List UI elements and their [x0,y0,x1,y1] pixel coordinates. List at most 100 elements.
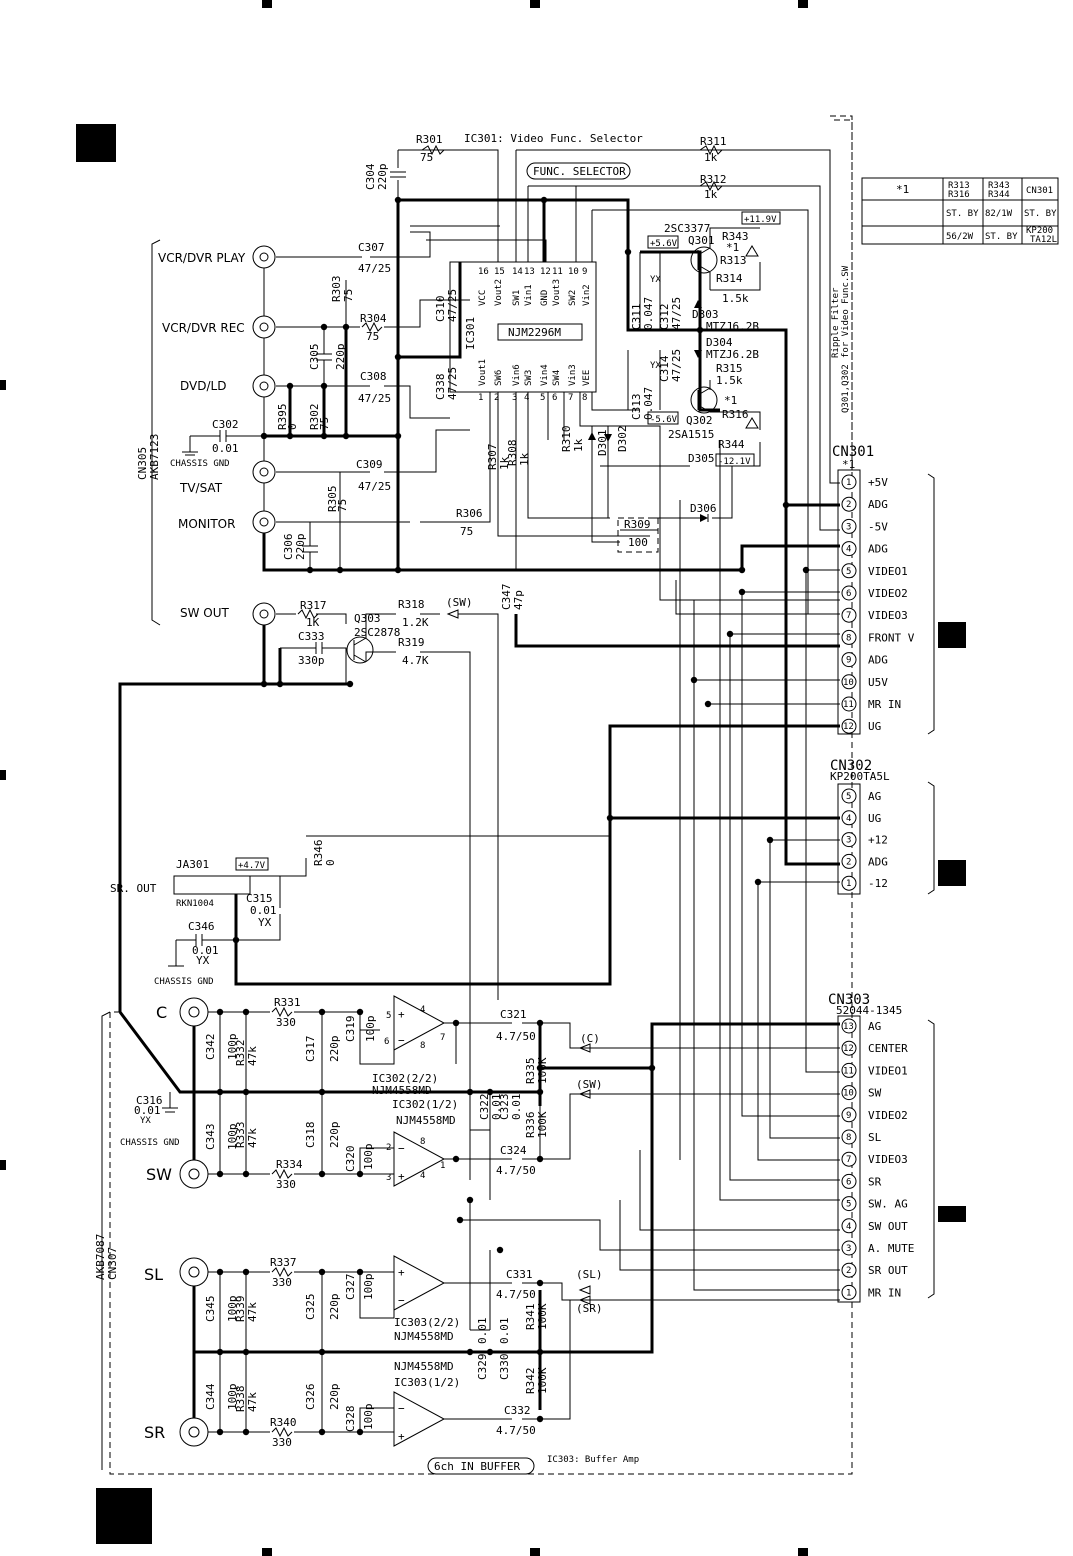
ic-top-pin-15: 15 [494,267,505,277]
ic303-op-amp-sl [393,1255,446,1311]
junction-dot [286,382,294,390]
junction-dot [466,1088,474,1096]
svg-text:2SC3377: 2SC3377 [664,222,710,235]
svg-text:Q301: Q301 [688,234,715,247]
junction-dot [318,1008,326,1016]
svg-text:ST. BY: ST. BY [1024,209,1057,219]
svg-text:2SA1515: 2SA1515 [668,428,714,441]
svg-text:R315: R315 [716,362,743,375]
dvd-label: DVD/LD [180,379,226,393]
svg-text:4.7/50: 4.7/50 [496,1030,536,1043]
cn301-pin-number: 8 [846,633,851,643]
cn301-pin-label: VIDEO1 [868,565,908,578]
cn301-pin-5 [841,563,857,579]
svg-text:330: 330 [276,1178,296,1191]
cn301-pin-number: 5 [846,567,851,577]
svg-text:C307: C307 [358,241,385,254]
svg-text:47k: 47k [246,1128,259,1148]
junction-dots [216,196,810,1436]
junction-dot [624,248,632,256]
svg-text:75: 75 [336,499,349,512]
svg-text:47/25: 47/25 [358,480,391,493]
svg-text:JA301: JA301 [176,858,209,871]
cn303-pin-label: A. MUTE [868,1242,914,1255]
cn301-pin-1 [841,474,857,490]
svg-text:R331: R331 [274,996,301,1009]
cn303-pin-12 [841,1040,857,1056]
svg-text:C316: C316 [136,1094,163,1107]
junction-dot [648,1064,656,1072]
svg-text:CN307: CN307 [106,1247,119,1280]
vcr-rec-label: VCR/DVR REC [162,321,245,335]
junction-dot [394,432,402,440]
svg-text:TA12L: TA12L [1030,235,1057,245]
svg-text:100K: 100K [536,1367,549,1394]
svg-text:R305: R305 [326,486,339,513]
svg-text:CHASSIS GND: CHASSIS GND [154,977,214,987]
svg-text:+: + [398,1170,405,1183]
svg-text:*1: *1 [896,183,909,196]
variant-table: *1 R313 R316 R343 R344 CN301 ST. BY 82/1… [861,177,1059,245]
ic303-op-amp-sr [393,1391,446,1447]
svg-text:100p: 100p [362,1274,375,1301]
cn303-pin-number: 12 [843,1044,854,1054]
cn303-pin-number: 13 [843,1022,854,1032]
svg-text:56/2W: 56/2W [946,232,974,242]
cn301-pin-12 [841,718,857,734]
svg-text:R319: R319 [398,636,425,649]
cn302-pin-3 [841,832,857,848]
cn303-pin-11 [841,1062,857,1078]
svg-text:3: 3 [386,1173,391,1183]
svg-text:C329: C329 [476,1354,489,1381]
cn303-pin-1 [841,1284,857,1300]
svg-text:C326: C326 [304,1384,317,1411]
ic-top-pin-13: 13 [524,267,535,277]
cn301-pin-label: ADG [868,498,888,511]
cn303-pin-number: 2 [846,1266,851,1276]
svg-text:R313: R313 [948,181,970,191]
svg-text:D304: D304 [706,336,733,349]
cn303-pin-label: SR [868,1175,882,1188]
cn301-pin-label: +5V [868,476,888,489]
junction-dot [242,1170,250,1178]
svg-text:+4.7V: +4.7V [238,861,266,871]
svg-text:47/25: 47/25 [670,349,683,382]
svg-text:C338: C338 [434,374,447,401]
ic-top-pin-9: 9 [582,267,587,277]
svg-text:C345: C345 [204,1296,217,1323]
svg-text:+: + [398,1430,405,1443]
svg-text:220p: 220p [334,344,347,371]
cn303-pin-number: 7 [846,1155,851,1165]
svg-text:Q302: Q302 [686,414,713,427]
svg-text:CN301: CN301 [1026,186,1053,196]
svg-text:1k: 1k [518,452,531,466]
svg-text:0.01: 0.01 [192,944,219,957]
ic-bot-pin-name: SW6 [494,370,504,386]
cn302-pin-label: -12 [868,877,888,890]
cn302-pin-label: AG [868,790,881,803]
svg-text:YX: YX [258,916,272,929]
cn301-pin-number: 12 [843,722,854,732]
svg-text:C323: C323 [498,1094,511,1121]
svg-text:100p: 100p [226,1124,239,1151]
junction-dot [738,566,746,574]
svg-text:C304: C304 [364,163,377,190]
svg-text:100K: 100K [536,1111,549,1138]
cn303-pin-3 [841,1240,857,1256]
func-selector-frame [526,162,631,180]
junction-dot [394,353,402,361]
svg-text:220p: 220p [294,534,307,561]
svg-text:0.01: 0.01 [498,1318,511,1345]
ic-bot-pin-3: 3 [512,393,517,403]
six-ch-label: 6ch IN BUFFER [434,1460,520,1473]
svg-text:47/25: 47/25 [358,392,391,405]
svg-text:330: 330 [272,1276,292,1289]
adg-cn302 [784,505,840,866]
cn303-pin-number: 9 [846,1111,851,1121]
cn302-pin-number: 5 [846,792,851,802]
junction-dot [738,588,746,596]
